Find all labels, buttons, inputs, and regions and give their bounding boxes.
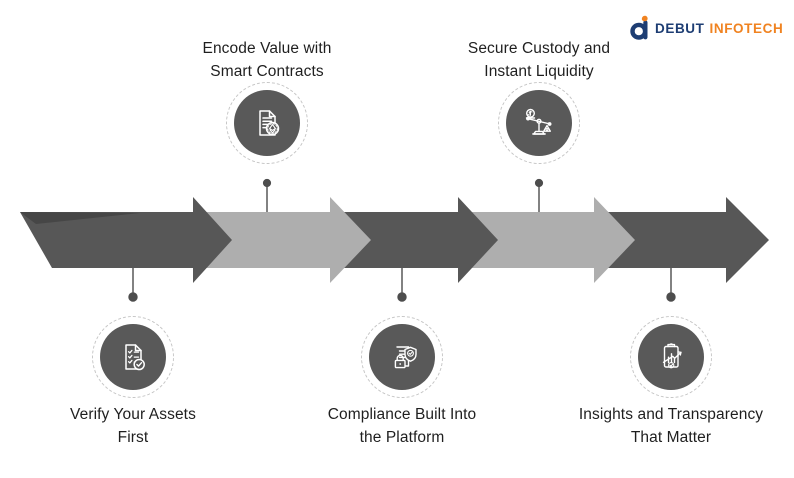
step-1-label-line2: First	[117, 429, 149, 446]
connector-dot-bottom-2	[397, 292, 407, 302]
step-2-label: Encode Value with Smart Contracts	[135, 37, 399, 83]
step-4-badge	[498, 82, 580, 164]
step-1-label: Verify Your Assets First	[1, 403, 265, 449]
step-1-label-line1: Verify Your Assets	[70, 406, 196, 423]
debut-d-logo-icon	[630, 15, 648, 40]
step-3-badge	[361, 316, 443, 398]
step-5-label-line2: That Matter	[630, 429, 712, 446]
step-4-label-line1: Secure Custody and	[467, 40, 611, 57]
step-3-label-line1: Compliance Built Into	[327, 406, 477, 423]
arrow-segment-1-fold	[20, 212, 140, 224]
step-3-label: Compliance Built Into the Platform	[270, 403, 534, 449]
step-4-label: Secure Custody and Instant Liquidity	[407, 37, 671, 83]
connector-dot-top-1	[262, 178, 272, 188]
compliance-lock-shield-icon	[394, 346, 417, 369]
step-2-badge	[226, 82, 308, 164]
step-1-badge	[92, 316, 174, 398]
smart-contract-document-icon	[259, 110, 280, 136]
step-4-label-line2: Instant Liquidity	[484, 63, 594, 80]
arrow-segment-4	[448, 197, 635, 283]
insights-clipboard-chart-icon	[662, 343, 682, 369]
custody-balance-scale-icon	[525, 108, 552, 135]
step-5-badge-circle	[638, 324, 704, 390]
brand-logo[interactable]: DEBUT INFOTECH	[630, 13, 783, 43]
step-3-label-line2: the Platform	[359, 429, 445, 446]
step-1-badge-circle	[100, 324, 166, 390]
connector-dot-bottom-1	[128, 292, 138, 302]
brand-name-secondary: INFOTECH	[709, 20, 784, 36]
arrow-segment-1	[20, 197, 232, 283]
step-2-badge-circle	[234, 90, 300, 156]
arrow-segment-5	[585, 197, 769, 283]
connector-dot-top-2	[534, 178, 544, 188]
step-3-badge-circle	[369, 324, 435, 390]
step-2-label-line2: Smart Contracts	[210, 63, 324, 80]
step-4-badge-circle	[506, 90, 572, 156]
step-5-label-line1: Insights and Transparency	[578, 406, 764, 423]
connector-dot-bottom-3	[666, 292, 676, 302]
arrow-segment-2	[185, 197, 371, 283]
step-2-label-line1: Encode Value with	[202, 40, 332, 57]
arrow-segment-3	[320, 197, 498, 283]
brand-name-primary: DEBUT	[655, 20, 705, 36]
step-5-label: Insights and Transparency That Matter	[539, 403, 794, 449]
asset-checklist-icon	[125, 344, 145, 371]
step-5-badge	[630, 316, 712, 398]
